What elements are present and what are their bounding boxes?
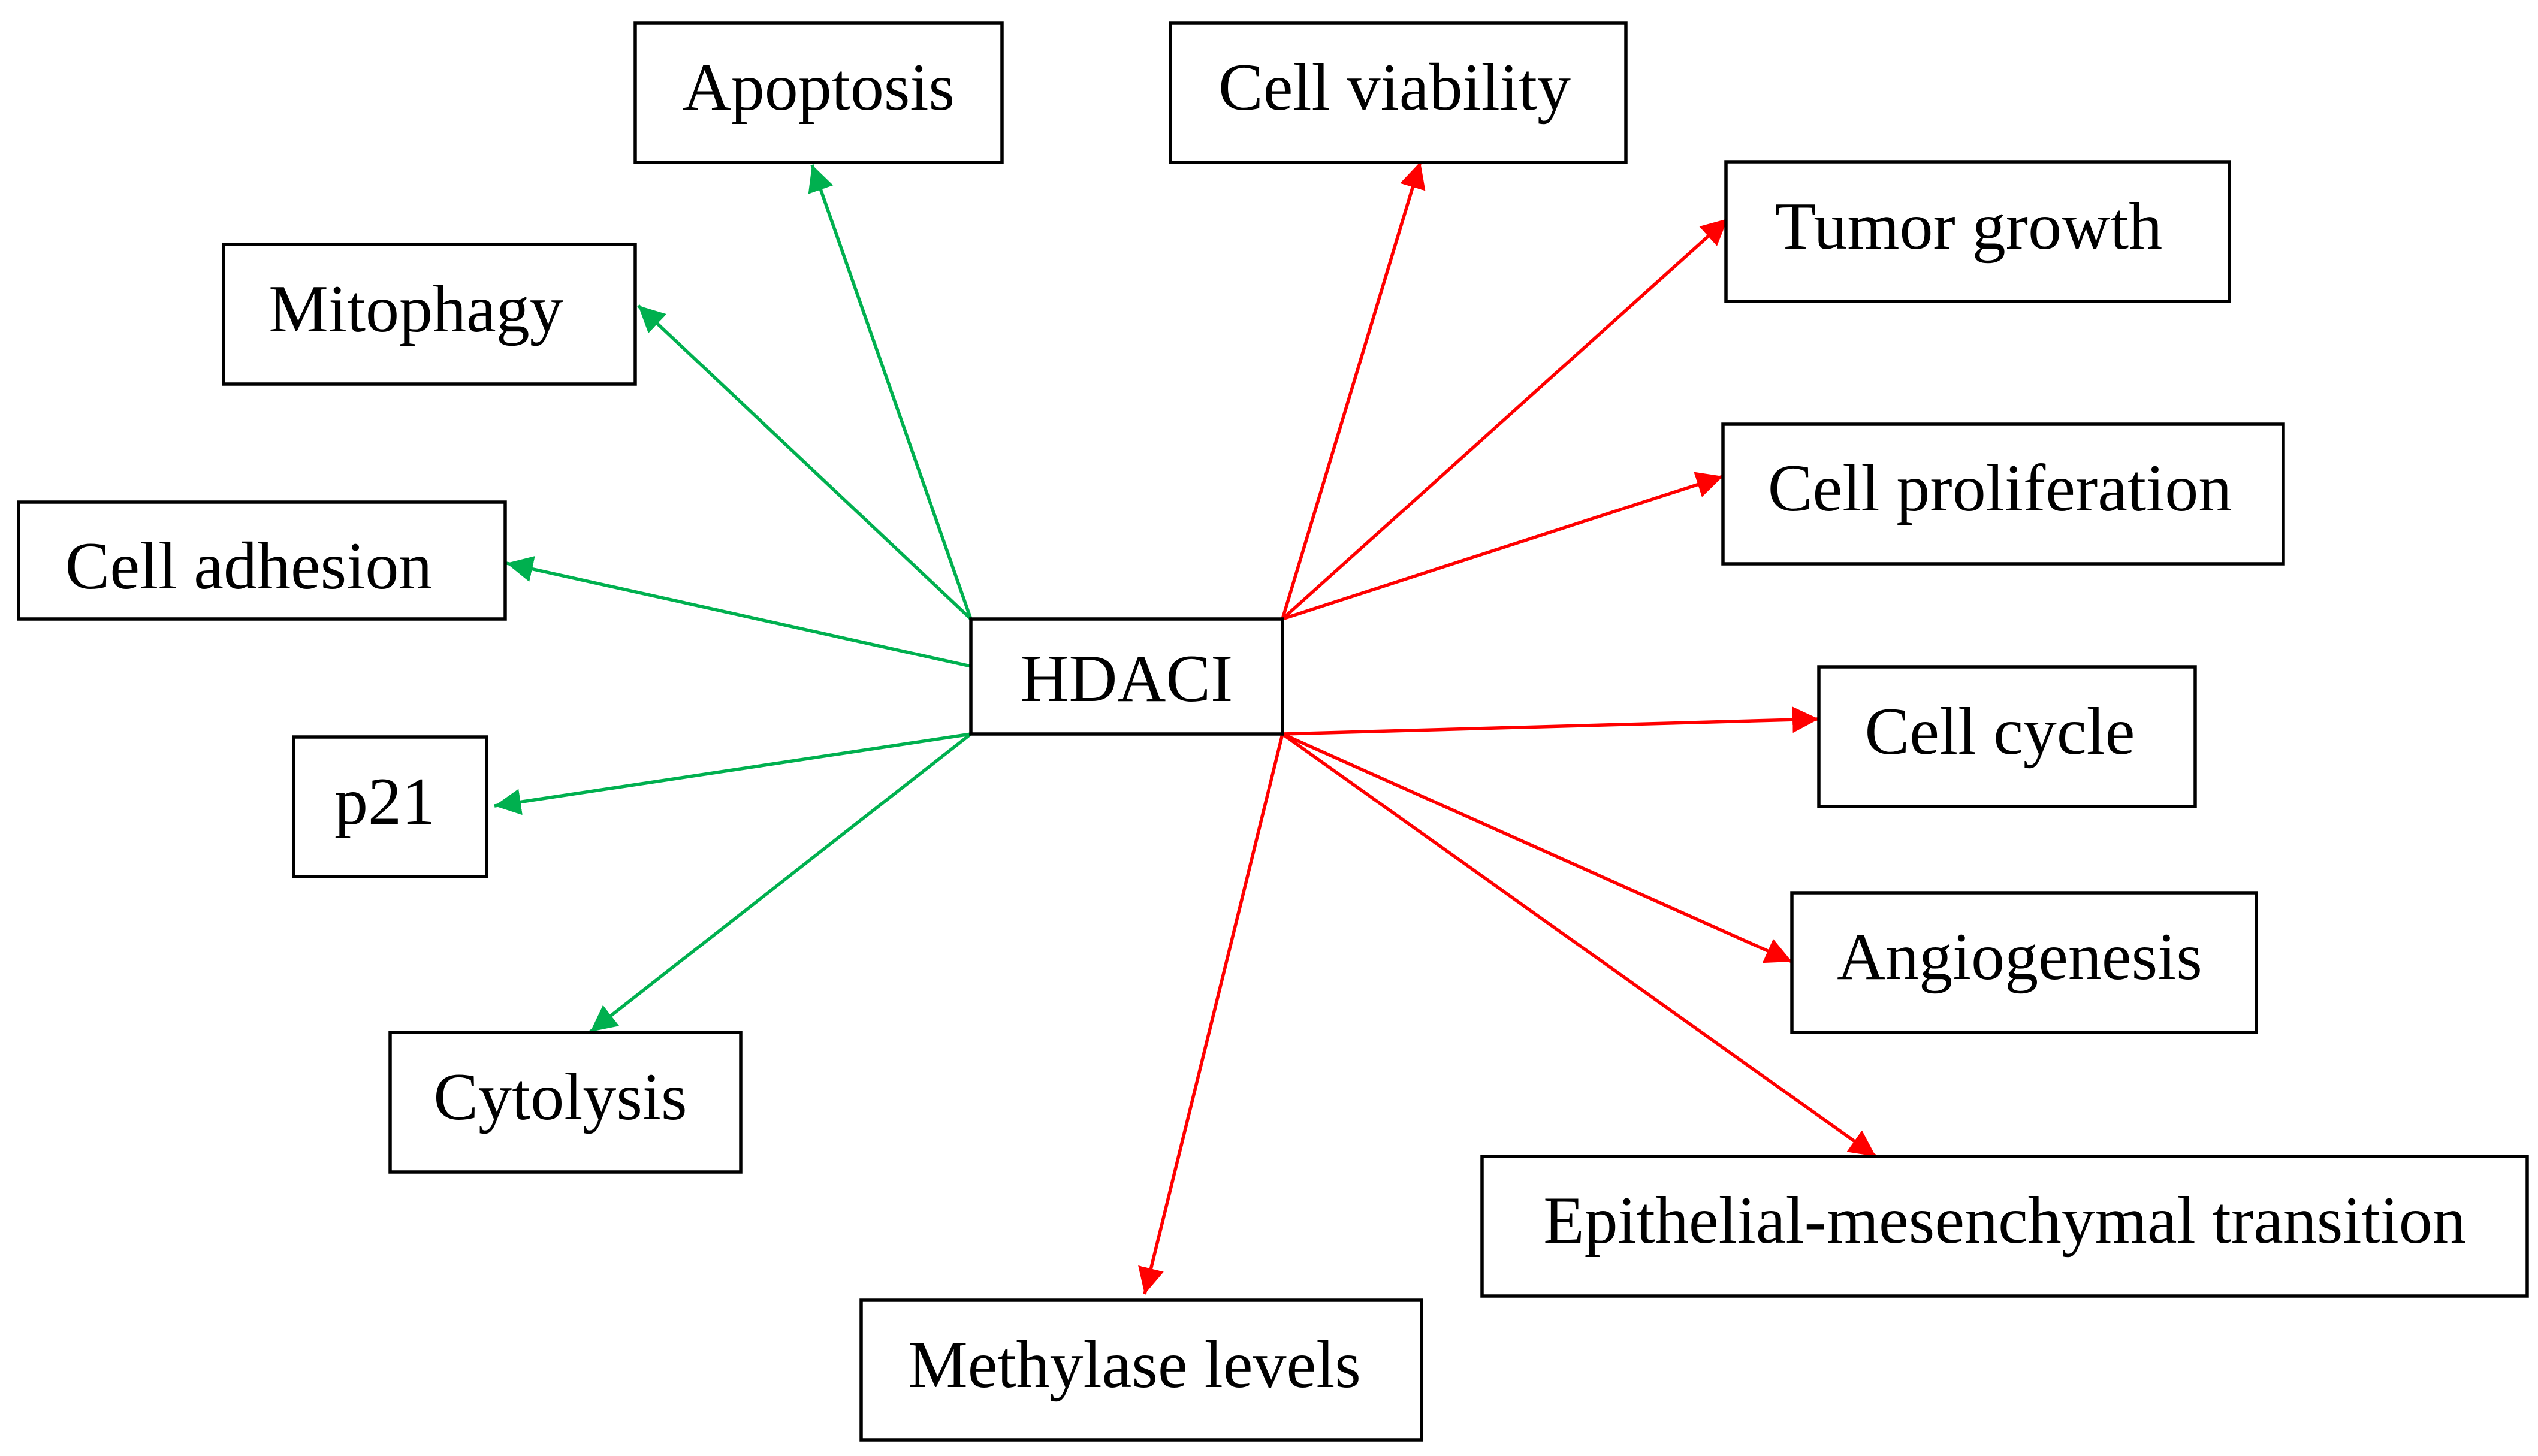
node-label-methylase-levels: Methylase levels xyxy=(908,1328,1361,1402)
node-label-cell-viability: Cell viability xyxy=(1218,50,1571,125)
edge-to-p21 xyxy=(494,732,971,815)
node-box xyxy=(633,21,1004,164)
edge-to-tumor-growth xyxy=(1281,217,1729,621)
node-angiogenesis: Angiogenesis xyxy=(1790,891,2258,1034)
node-box xyxy=(388,1031,743,1174)
node-p21: p21 xyxy=(292,735,488,878)
node-box xyxy=(1169,21,1628,164)
node-cell-cycle: Cell cycle xyxy=(1817,665,2197,808)
node-label-cell-cycle: Cell cycle xyxy=(1865,694,2135,769)
node-box xyxy=(1790,891,2258,1034)
edge-to-cell-cycle xyxy=(1282,706,1819,736)
node-emt: Epithelial-mesenchymal transition xyxy=(1480,1155,2529,1298)
edge-to-cytolysis xyxy=(589,732,972,1034)
node-box xyxy=(1721,422,2285,566)
node-label-cytolysis: Cytolysis xyxy=(433,1060,687,1134)
node-label-mitophagy: Mitophagy xyxy=(268,272,563,346)
edge-to-cell-proliferation xyxy=(1282,472,1724,621)
node-label-cell-proliferation: Cell proliferation xyxy=(1768,451,2232,525)
edge-to-cell-viability xyxy=(1281,161,1426,620)
node-box xyxy=(17,500,507,621)
node-box xyxy=(1724,160,2231,303)
edge-to-methylase-levels xyxy=(1138,733,1284,1295)
node-cell-adhesion: Cell adhesion xyxy=(17,500,507,621)
node-box xyxy=(1480,1155,2529,1298)
edges xyxy=(494,161,1877,1295)
node-label-angiogenesis: Angiogenesis xyxy=(1837,920,2202,994)
node-box xyxy=(1817,665,2197,808)
node-label-cell-adhesion: Cell adhesion xyxy=(65,529,433,603)
node-apoptosis: Apoptosis xyxy=(633,21,1004,164)
node-box xyxy=(292,735,488,878)
node-hdaci: HDACI xyxy=(969,617,1284,736)
node-box xyxy=(859,1298,1423,1442)
node-mitophagy: Mitophagy xyxy=(222,243,637,386)
node-label-apoptosis: Apoptosis xyxy=(683,50,955,125)
node-box xyxy=(222,243,637,386)
node-label-hdaci: HDACI xyxy=(1021,642,1233,716)
edge-to-angiogenesis xyxy=(1281,732,1793,963)
node-cell-proliferation: Cell proliferation xyxy=(1721,422,2285,566)
edge-to-mitophagy xyxy=(637,304,972,621)
edge-to-apoptosis xyxy=(808,164,973,620)
node-methylase-levels: Methylase levels xyxy=(859,1298,1423,1442)
edge-to-cell-adhesion xyxy=(506,556,971,668)
node-label-tumor-growth: Tumor growth xyxy=(1775,189,2162,264)
node-box xyxy=(969,617,1284,736)
node-tumor-growth: Tumor growth xyxy=(1724,160,2231,303)
nodes: HDACI Apoptosis Mitophagy Cell adhesion … xyxy=(17,21,2529,1442)
node-cell-viability: Cell viability xyxy=(1169,21,1628,164)
edge-to-emt xyxy=(1281,732,1877,1158)
node-label-emt: Epithelial-mesenchymal transition xyxy=(1543,1183,2466,1258)
node-label-p21: p21 xyxy=(334,765,435,839)
node-cytolysis: Cytolysis xyxy=(388,1031,743,1174)
